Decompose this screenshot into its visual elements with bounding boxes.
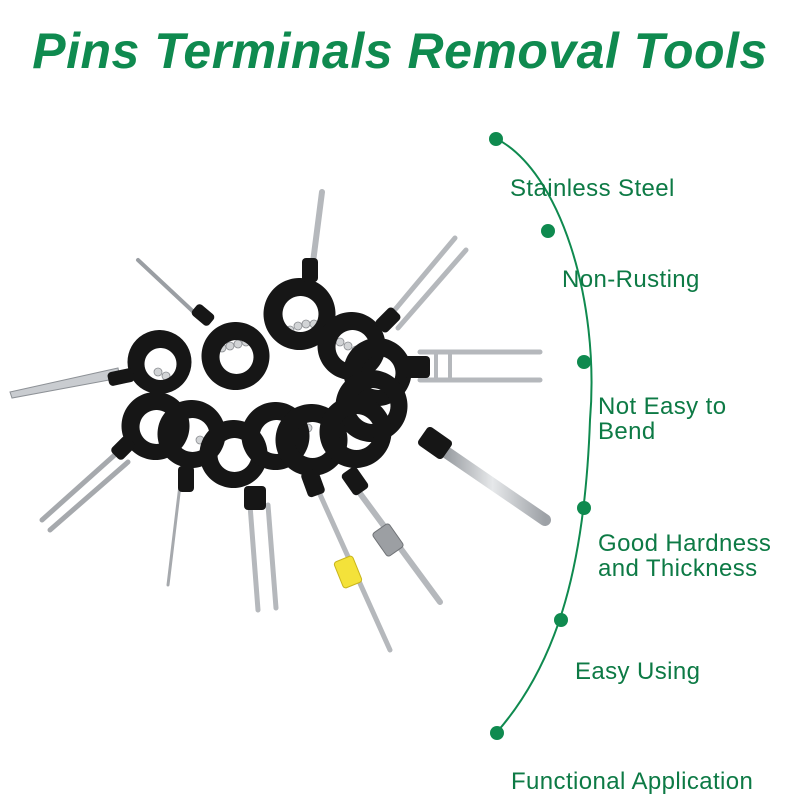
feature-functional-application: Functional Application — [490, 719, 754, 795]
flat-tip — [9, 367, 121, 399]
tube-tip — [434, 442, 551, 526]
bullet-dot — [490, 726, 504, 740]
tool-handle — [319, 396, 392, 468]
bullet-dot — [554, 613, 568, 627]
yellow-sleeve — [333, 555, 363, 589]
feature-label: Non-Rusting — [562, 266, 700, 293]
feature-timeline-curve — [494, 137, 593, 733]
feature-label: Not Easy to Bend — [598, 393, 727, 445]
feature-label: Good Hardness and Thickness — [598, 530, 772, 582]
feature-good-hardness: Good Hardness and Thickness — [577, 481, 772, 582]
tool-handles — [107, 258, 453, 510]
bullet-dot — [541, 224, 555, 238]
tool-handle — [127, 330, 192, 394]
wire-tip — [166, 483, 182, 587]
feature-non-rusting: Non-Rusting — [541, 217, 700, 293]
feature-label: Easy Using — [575, 658, 701, 685]
feature-label: Functional Application — [511, 768, 754, 795]
wire-tip — [136, 258, 202, 320]
fork-tip — [247, 502, 279, 613]
fork-tip — [417, 349, 543, 383]
page-title: Pins Terminals Removal Tools — [32, 23, 768, 79]
feature-stainless-steel: Stainless Steel — [489, 126, 675, 202]
fork-tip — [39, 449, 131, 533]
tool-handle — [317, 312, 386, 380]
fork-tip — [385, 235, 469, 331]
needle-tip — [309, 189, 325, 273]
tool-handle — [263, 278, 336, 350]
bullet-dot — [577, 355, 591, 369]
grey-sleeve — [372, 523, 404, 557]
feature-not-easy-to-bend: Not Easy to Bend — [577, 344, 727, 445]
feature-label: Stainless Steel — [510, 175, 675, 202]
feature-easy-using: Easy Using — [554, 609, 701, 685]
tool-handle — [201, 322, 270, 390]
tool-tips — [9, 189, 551, 653]
bullet-dot — [489, 132, 503, 146]
bullet-dot — [577, 501, 591, 515]
